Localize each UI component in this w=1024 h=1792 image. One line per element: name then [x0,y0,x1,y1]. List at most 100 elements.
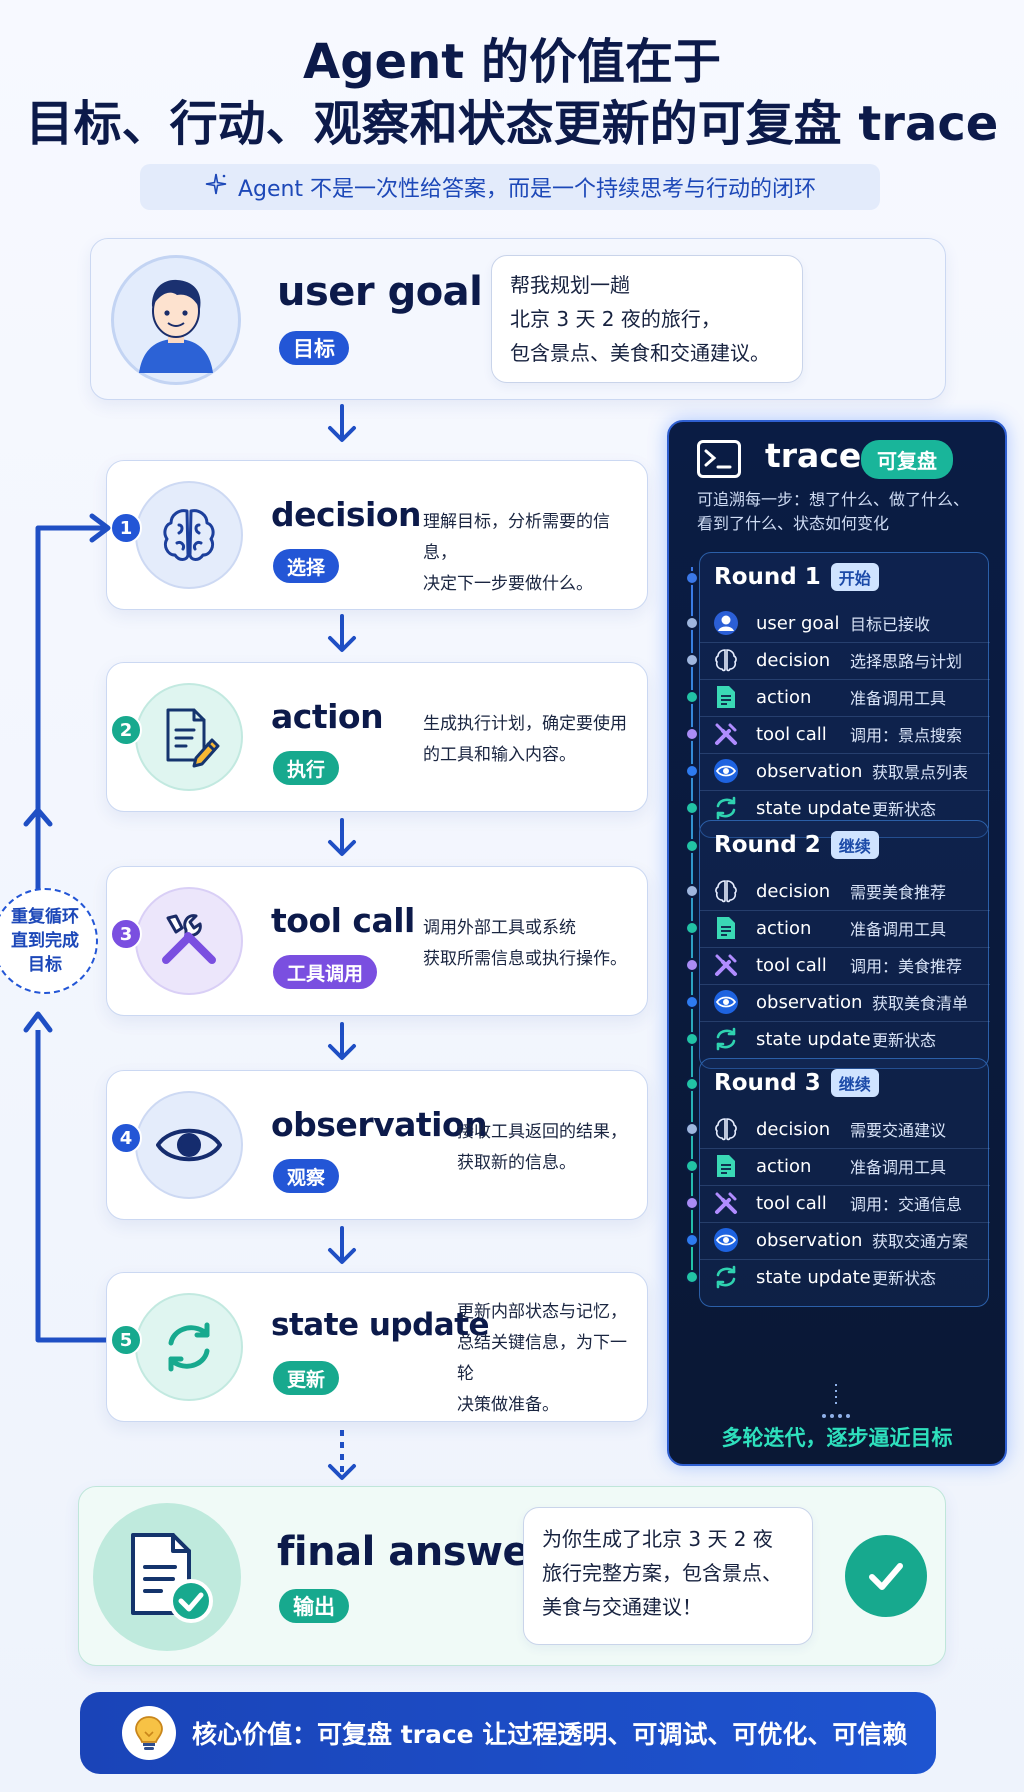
row-divider [700,716,990,717]
trace-row-decision: decision 需要美食推荐 [685,871,990,911]
row-divider [700,1222,990,1223]
timeline-dot [685,801,699,815]
terminal-icon [697,440,741,478]
trace-step-name: decision [756,1118,831,1140]
trace-step-name: decision [756,880,831,902]
timeline-dot [685,1196,699,1210]
subtitle-banner: Agent 不是一次性给答案，而是一个持续思考与行动的闭环 [140,164,880,210]
trace-step-name: observation [756,1229,863,1251]
row-divider [700,1259,990,1260]
timeline-dot [685,1032,699,1046]
trace-row-tool-call: tool call 调用：景点搜索 [685,714,990,754]
step-decision-card: decision 选择 理解目标，分析需要的信息， 决定下一步要做什么。 [106,460,648,610]
round-tag: 开始 [830,563,879,591]
trace-step-name: tool call [756,1192,827,1214]
refresh-icon [712,1263,740,1291]
trace-step-desc: 准备调用工具 [850,920,947,939]
eye-icon [712,988,740,1016]
timeline-dot [685,616,699,630]
bubble-line: 旅行完整方案，包含景点、 [542,1561,782,1585]
trace-step-name: action [756,1155,812,1177]
trace-tag: 可复盘 [861,440,953,479]
check-circle-icon [845,1535,927,1617]
row-divider [700,790,990,791]
brain-icon [712,1115,740,1143]
timeline-dot [685,958,699,972]
brain-icon [712,646,740,674]
tools-icon [712,720,740,748]
step-state-update-desc: 更新内部状态与记忆， 总结关键信息，为下一轮 决策做准备。 [457,1302,627,1415]
step-tool-call-desc: 调用外部工具或系统 获取所需信息或执行操作。 [423,918,627,969]
document-check-icon [93,1503,241,1651]
trace-step-desc: 需要美食推荐 [850,883,947,902]
arrow-down-icon [328,404,356,442]
step-tool-call-title: tool call [271,901,415,940]
row-divider [700,947,990,948]
timeline-dot [685,727,699,741]
step-decision-title: decision [271,495,422,534]
trace-step-desc: 准备调用工具 [850,1158,947,1177]
step-number-3: 3 [110,918,142,950]
trace-step-desc: 更新状态 [872,800,937,819]
user-goal-bubble: 帮我规划一趟 北京 3 天 2 夜的旅行， 包含景点、美食和交通建议。 [491,255,803,383]
round-tag: 继续 [830,831,879,859]
refresh-icon [135,1293,243,1401]
trace-step-desc: 获取交通方案 [872,1232,969,1251]
step-decision-desc: 理解目标，分析需要的信息， 决定下一步要做什么。 [423,512,610,594]
timeline-dot [685,839,699,853]
lightbulb-icon [122,1706,176,1760]
round-header: Round 3 继续 [714,1069,879,1097]
round-tag: 继续 [830,1069,879,1097]
more-dots [821,1382,851,1422]
step-tool-call-card: tool call 工具调用 调用外部工具或系统 获取所需信息或执行操作。 [106,866,648,1016]
step-number-5: 5 [110,1324,142,1356]
tools-icon [712,951,740,979]
trace-step-name: state update [756,1028,871,1050]
trace-step-name: observation [756,760,863,782]
trace-step-desc: 准备调用工具 [850,689,947,708]
timeline-dot [685,1159,699,1173]
refresh-icon [712,1025,740,1053]
trace-step-name: action [756,686,812,708]
timeline-dot [685,995,699,1009]
brain-icon [712,877,740,905]
trace-step-name: action [756,917,812,939]
step-observation-title: observation [271,1105,488,1144]
timeline-dot [685,1122,699,1136]
document-icon [712,1152,740,1180]
step-number-4: 4 [110,1122,142,1154]
trace-step-name: tool call [756,723,827,745]
final-answer-badge: 输出 [279,1589,349,1623]
step-action-title: action [271,697,384,736]
timeline-dot [685,653,699,667]
row-divider [700,753,990,754]
user-avatar-icon [111,255,241,385]
trace-step-desc: 调用：交通信息 [850,1195,963,1214]
trace-timeline [691,567,693,1272]
loop-label: 重复循环 直到完成 目标 [0,888,98,994]
arrow-down-icon [328,1226,356,1264]
trace-desc: 可追溯每一步：想了什么、做了什么、 看到了什么、状态如何变化 [697,490,970,533]
arrow-down-icon [328,614,356,652]
trace-step-name: decision [756,649,831,671]
trace-step-desc: 调用：景点搜索 [850,726,963,745]
sparkle-icon [204,172,228,202]
trace-step-name: user goal [756,612,840,634]
trace-panel: trace 可复盘 可追溯每一步：想了什么、做了什么、 看到了什么、状态如何变化… [667,420,1007,1466]
final-answer-title: final answer [277,1529,549,1575]
document-icon [712,914,740,942]
final-answer-bubble: 为你生成了北京 3 天 2 夜 旅行完整方案，包含景点、 美食与交通建议！ [523,1507,813,1645]
trace-step-desc: 目标已接收 [850,615,931,634]
round-label: Round 3 [714,1070,821,1096]
step-state-update-card: state update 更新 更新内部状态与记忆， 总结关键信息，为下一轮 决… [106,1272,648,1422]
trace-footer: 多轮迭代，逐步逼近目标 [721,1426,953,1450]
timeline-dot [685,571,699,585]
trace-row-observation: observation 获取交通方案 [685,1220,990,1260]
row-divider [700,1021,990,1022]
